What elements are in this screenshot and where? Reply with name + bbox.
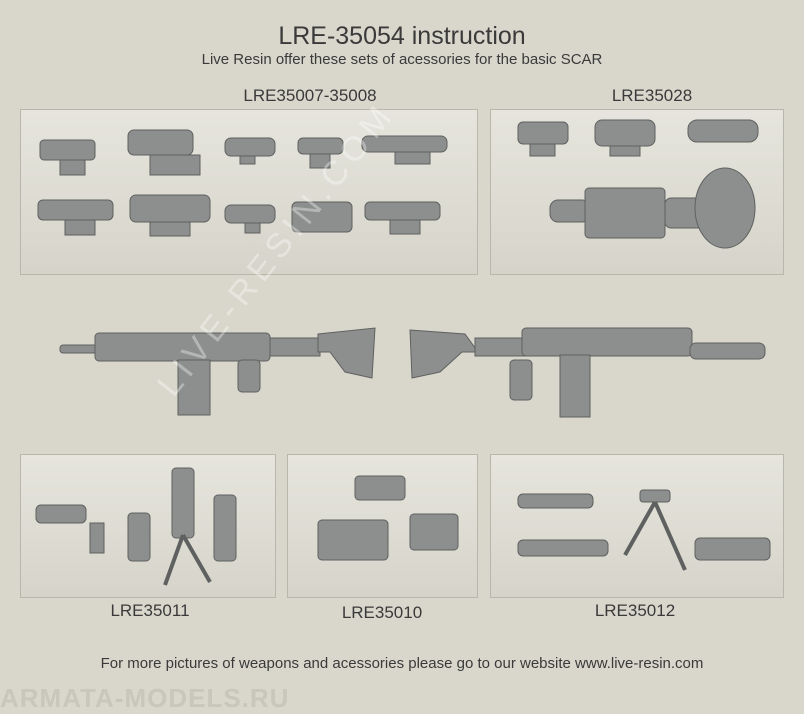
nv-scope-small	[594, 119, 656, 157]
optic-magnifier-1	[224, 137, 276, 165]
rifle-right	[409, 327, 766, 418]
section-label-lre35007-35008: LRE35007-35008	[243, 86, 377, 105]
section-label-lre35010: LRE35010	[341, 603, 423, 622]
optic-acog-1	[39, 139, 96, 176]
optic-elcan-2	[129, 194, 211, 237]
light-2	[517, 539, 609, 557]
optic-holo-1	[291, 201, 353, 233]
light-3	[694, 537, 771, 561]
optic-scope-1	[361, 135, 448, 165]
grip-long	[213, 494, 237, 562]
page-subtitle: Live Resin offer these sets of acessorie…	[201, 51, 603, 68]
grip-bipod	[163, 467, 212, 586]
optic-reddot-1	[297, 137, 344, 169]
laser-peq-3	[409, 513, 459, 551]
corner-watermark: ARMATA-MODELS.RU	[0, 683, 290, 713]
section-label-lre35012: LRE35012	[594, 601, 676, 620]
optic-elcan-1	[127, 129, 201, 176]
footer-text: For more pictures of weapons and acessor…	[100, 655, 704, 672]
section-label-lre35011: LRE35011	[110, 601, 190, 620]
nv-reddot	[517, 121, 569, 157]
laser-peq-1	[354, 475, 406, 501]
nv-monocular	[687, 119, 759, 143]
optic-acog-2	[37, 199, 114, 236]
light-1	[517, 493, 594, 509]
panel-lights-bipod-set	[490, 454, 784, 598]
grip-short	[127, 512, 151, 562]
rifle-left	[59, 327, 376, 416]
laser-peq-2	[317, 519, 389, 561]
optic-acog-3	[364, 201, 441, 235]
optic-magnifier-2	[224, 204, 276, 234]
nv-thermal-sight	[549, 167, 756, 249]
grip-light	[35, 504, 105, 554]
bipod	[623, 489, 687, 571]
page-title: LRE-35054 instruction	[278, 22, 526, 50]
section-label-lre35028: LRE35028	[611, 86, 693, 105]
